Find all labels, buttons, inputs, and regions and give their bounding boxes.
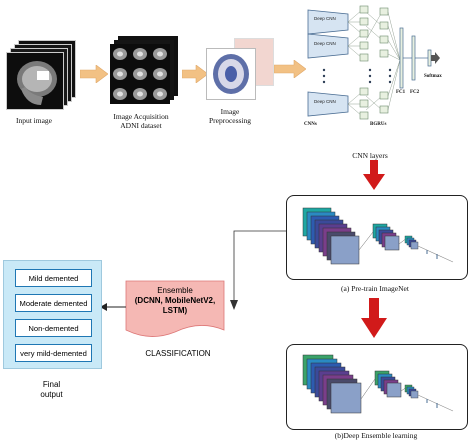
class-moderate-demented: Moderate demented xyxy=(15,294,92,312)
deep-cnn-label-2: Deep CNN xyxy=(314,41,336,46)
acquisition-label-1: Image Acquisition xyxy=(113,112,169,121)
cnn-bgru-network xyxy=(300,0,470,135)
deep-ensemble-panel xyxy=(286,344,468,430)
arrow-down-icon xyxy=(361,298,387,338)
preprocessing-label-1: Image xyxy=(220,107,240,116)
ensemble-title: Ensemble xyxy=(157,286,193,295)
arrow-left-icon xyxy=(100,303,126,311)
acquisition-label-2: ADNI dataset xyxy=(120,121,162,130)
input-image-label: Input image xyxy=(15,116,53,125)
adni-image-grid xyxy=(110,36,180,106)
class-mild-demented: Mild demented xyxy=(15,269,92,287)
class-non-demented: Non-demented xyxy=(15,319,92,337)
class-very-mild-demented: very mild-demented xyxy=(15,344,92,362)
pretrain-label: (a) Pre-train ImageNet xyxy=(341,284,409,293)
deep-cnn-label-1: Deep CNN xyxy=(314,16,336,21)
preprocessing-label-2: Preprocessing xyxy=(208,116,252,125)
output-classes-panel: Mild demented Moderate demented Non-deme… xyxy=(3,260,102,369)
preprocessing-image-stack xyxy=(206,38,274,102)
ensemble-models-1: (DCNN, MobileNetV2, xyxy=(134,296,216,305)
brain-mri-image xyxy=(6,52,64,110)
fc1-label: FC1 xyxy=(396,90,406,95)
arrow-right-icon xyxy=(80,65,108,83)
arrow-down-icon xyxy=(363,160,385,190)
cnn-layers-label: CNN layers xyxy=(352,151,388,160)
final-output-label-2: output xyxy=(40,390,63,399)
pretrain-imagenet-panel xyxy=(286,195,468,280)
bgrus-label: BGRUs xyxy=(370,122,387,127)
ensemble-models-2: LSTM) xyxy=(162,306,188,315)
fc2-label: FC2 xyxy=(410,90,420,95)
input-image-stack xyxy=(6,40,76,110)
arrow-right-icon xyxy=(182,65,208,83)
deep-ensemble-label: (b)Deep Ensemble learning xyxy=(334,431,418,440)
cnns-label: CNNs xyxy=(304,122,317,127)
deep-cnn-label-3: Deep CNN xyxy=(314,99,336,104)
final-output-label-1: Final xyxy=(42,380,61,389)
ensemble-model-document xyxy=(125,280,225,340)
arrow-right-icon xyxy=(274,60,306,78)
softmax-label: Softmax xyxy=(424,74,442,79)
classification-label: CLASSIFICATION xyxy=(145,349,211,358)
connector-line xyxy=(230,230,286,310)
